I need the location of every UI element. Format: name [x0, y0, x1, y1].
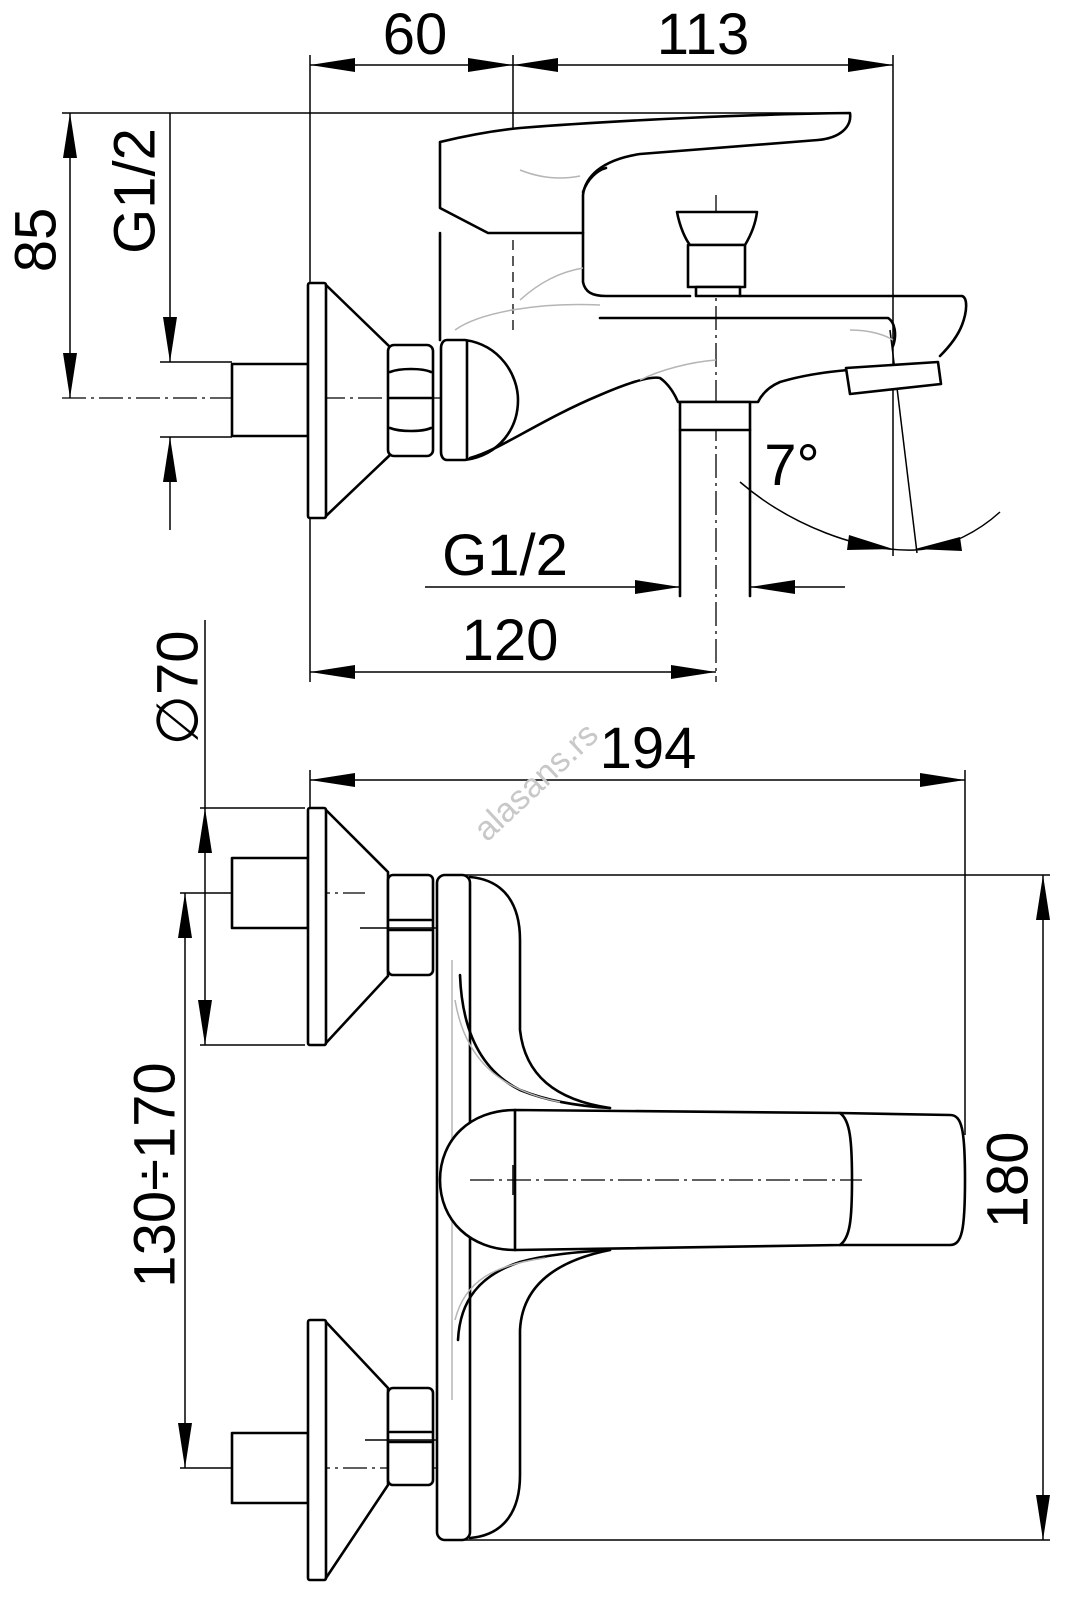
lower-arm-outer — [468, 1248, 612, 1540]
dimension-outlet-thread: G1/2 — [425, 523, 845, 594]
faucet-top-body — [230, 806, 967, 1582]
diverter-knob — [675, 210, 759, 298]
lower-arm-inner — [456, 1248, 612, 1342]
lever-tip — [838, 1111, 967, 1247]
arrow-right — [635, 580, 680, 594]
side-extension-lines — [62, 55, 918, 682]
flange-cone — [324, 283, 392, 518]
lower-inlet-pipe — [230, 1431, 310, 1505]
dim-label-180: 180 — [976, 1132, 1041, 1229]
nut-face-lines — [388, 1430, 433, 1444]
hidden-contour — [519, 169, 581, 179]
dimension-194: 194 — [309, 716, 966, 1135]
upper-arm-hidden — [454, 999, 561, 1103]
dimension-180: 180 — [465, 874, 1050, 1541]
hex-nut — [386, 343, 435, 458]
hidden-contour — [454, 303, 601, 331]
hidden-contour — [849, 329, 894, 341]
dim-label-diameter-70: ∅70 — [146, 630, 211, 745]
nut-face-lines — [388, 918, 433, 932]
nut-face-lines — [388, 367, 433, 433]
diverter-cap — [675, 210, 759, 247]
arrow-left — [310, 58, 355, 72]
arrow-right — [848, 58, 893, 72]
dimension-60-113: 60 113 — [310, 2, 893, 72]
angle-arc — [739, 481, 1001, 551]
arrow-down — [63, 353, 77, 398]
arrow-up — [178, 893, 192, 938]
dim-label-85: 85 — [4, 208, 69, 273]
arrow-up — [1036, 875, 1050, 920]
body-outline — [438, 231, 968, 358]
lever-inner-curve — [581, 166, 608, 194]
upper-arm-inner — [458, 973, 612, 1110]
dimension-85: 85 — [4, 113, 77, 398]
dim-label-130-170: 130÷170 — [123, 1062, 188, 1287]
dimension-spout-angle: 7° — [739, 433, 1001, 551]
lever-top-view — [438, 1108, 967, 1252]
upper-arm-outer — [468, 875, 612, 1110]
arrow-left — [310, 773, 355, 787]
wall-flange — [306, 281, 328, 520]
arrow-left — [310, 665, 355, 679]
dimension-inlet-thread: G1/2 — [103, 113, 177, 530]
spout-aerator — [844, 360, 943, 396]
upper-flange-cone — [324, 808, 390, 1045]
upper-wall-flange — [306, 806, 328, 1047]
dimension-diameter-70: ∅70 — [146, 620, 305, 1046]
lower-arm-hidden — [454, 1257, 546, 1321]
lever-front — [438, 1108, 854, 1252]
arrow-down — [163, 317, 177, 362]
arrow-right — [847, 535, 893, 550]
lower-wall-flange — [306, 1318, 328, 1582]
top-view: 194 ∅70 130÷170 — [123, 620, 1050, 1582]
thread-label-outlet: G1/2 — [442, 523, 568, 588]
arrow-up — [198, 808, 212, 853]
hidden-contours-side — [454, 169, 894, 381]
arrow-down — [178, 1423, 192, 1468]
dim-label-113: 113 — [657, 2, 749, 67]
nut-outline — [386, 343, 435, 458]
faucet-side-body — [230, 111, 968, 520]
dim-label-60: 60 — [383, 2, 448, 67]
arrow-down — [1036, 1495, 1050, 1540]
lower-hex-nut — [386, 1386, 435, 1487]
hidden-contour — [519, 267, 584, 301]
body-cap — [439, 338, 520, 462]
arrow-left — [915, 537, 962, 551]
dimension-inlet-spacing: 130÷170 — [123, 892, 452, 1469]
hidden-contour — [639, 359, 717, 381]
arrow-up — [63, 113, 77, 158]
thread-label-inlet: G1/2 — [103, 128, 168, 254]
upper-hex-nut — [386, 873, 435, 977]
upper-inlet-pipe — [230, 856, 310, 930]
dim-label-194: 194 — [600, 716, 697, 781]
nut-outline — [386, 1386, 435, 1487]
diverter-base — [694, 285, 742, 298]
lever-handle — [438, 111, 852, 235]
arrow-down — [198, 1000, 212, 1045]
lower-flange-cone — [324, 1320, 390, 1580]
watermark-text: alasans.rs — [466, 715, 605, 848]
diverter-stem — [686, 243, 747, 289]
body-underside — [468, 368, 850, 460]
nut-outline — [386, 873, 435, 977]
diverter-outlet — [678, 400, 752, 432]
arrow-up — [163, 437, 177, 482]
dimension-120: 120 — [310, 608, 716, 679]
spout-lip — [598, 316, 897, 348]
arrow-right — [468, 58, 513, 72]
inlet-pipe — [230, 362, 310, 438]
arrow-left — [513, 58, 558, 72]
angle-label: 7° — [764, 433, 819, 498]
arrow-right — [671, 665, 716, 679]
arrow-left — [750, 580, 795, 594]
dim-label-120: 120 — [462, 608, 559, 673]
side-view: 60 113 85 G1/2 G1/2 — [4, 2, 1001, 682]
arrow-right — [920, 773, 965, 787]
